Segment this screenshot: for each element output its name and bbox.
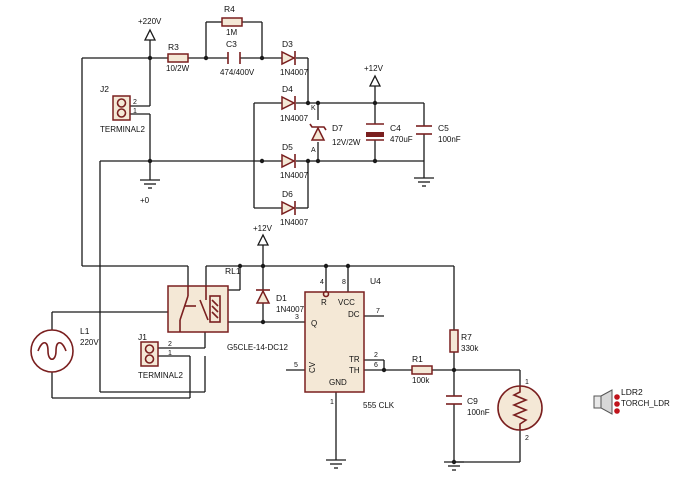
capacitor-c3[interactable]: C3 474/400V <box>220 39 255 77</box>
u4-value: 555 CLK <box>363 401 395 410</box>
terminal-j2[interactable]: 2 1 J2 TERMINAL2 <box>100 84 145 134</box>
resistor-r4[interactable]: R4 1M <box>221 4 243 37</box>
c9-value: 100nF <box>467 408 490 417</box>
u4-pin-8: 8 <box>342 279 346 286</box>
j2-value: TERMINAL2 <box>100 125 145 134</box>
ground-symbol-555 <box>326 459 346 469</box>
diode-d4[interactable]: D4 1N4007 <box>280 84 309 123</box>
capacitor-c9[interactable]: C9 100nF <box>446 395 490 417</box>
r3-ref: R3 <box>168 42 179 52</box>
power-12v-top-symbol: +12V <box>364 64 384 87</box>
j1-pin-1: 1 <box>168 350 172 357</box>
d7-value: 12V/2W <box>332 138 361 147</box>
d4-value: 1N4007 <box>280 114 309 123</box>
d7-pin-a: A <box>311 147 316 154</box>
u4-pin-vcc-label: VCC <box>338 298 355 307</box>
u4-pin-tr-label: TR <box>349 355 360 364</box>
rl1-ref: RL1 <box>225 266 241 276</box>
l1-value: 220V <box>80 338 99 347</box>
r1-ref: R1 <box>412 354 423 364</box>
r7-value: 330k <box>461 344 479 353</box>
u4-pin-th-label: TH <box>349 366 360 375</box>
d7-ref: D7 <box>332 123 343 133</box>
u4-pin-q-label: Q <box>311 319 317 328</box>
diode-d3[interactable]: D3 1N4007 <box>280 39 309 77</box>
ldr2-ref: LDR2 <box>621 387 643 397</box>
u4-pin-7: 7 <box>376 308 380 315</box>
diode-d1[interactable]: D1 1N4007 <box>255 289 305 314</box>
ground-symbol-ldr <box>444 461 464 471</box>
zener-diode-d7[interactable]: K A D7 12V/2W <box>309 105 361 154</box>
ldr-pin-2: 2 <box>525 435 529 442</box>
u4-pin-cv-label: CV <box>308 361 317 373</box>
u4-pin-dc-label: DC <box>348 310 360 319</box>
u4-ref: U4 <box>370 276 381 286</box>
diode-d6[interactable]: D6 1N4007 <box>280 189 309 227</box>
d7-pin-k: K <box>311 105 316 112</box>
c9-ref: C9 <box>467 396 478 406</box>
ldr-sensor[interactable]: 1 2 <box>497 379 543 442</box>
ldr-pin-1: 1 <box>525 379 529 386</box>
rl1-value: G5CLE-14-DC12 <box>227 343 288 352</box>
diode-d5[interactable]: D5 1N4007 <box>280 142 309 180</box>
u4-pin-gnd-label: GND <box>329 378 347 387</box>
d5-ref: D5 <box>282 142 293 152</box>
j1-value: TERMINAL2 <box>138 371 183 380</box>
j2-pin-2: 2 <box>133 99 137 106</box>
capacitor-c5[interactable]: C5 100nF <box>416 123 461 144</box>
r7-ref: R7 <box>461 332 472 342</box>
d3-value: 1N4007 <box>280 68 309 77</box>
power-zero-label: +0 <box>140 196 150 205</box>
d1-value: 1N4007 <box>276 305 305 314</box>
u4-pin-r-label: R <box>321 298 327 307</box>
u4-pin-1: 1 <box>330 399 334 406</box>
j1-ref: J1 <box>138 332 147 342</box>
d6-value: 1N4007 <box>280 218 309 227</box>
u4-pin-2: 2 <box>374 352 378 359</box>
c4-ref: C4 <box>390 123 401 133</box>
r1-value: 100k <box>412 376 430 385</box>
c5-value: 100nF <box>438 135 461 144</box>
ic-555-u4[interactable]: R VCC DC Q CV TR TH GND 4 8 7 3 5 2 6 1 … <box>294 276 395 410</box>
j1-pin-2: 2 <box>168 341 172 348</box>
c4-value: 470uF <box>390 135 413 144</box>
c5-ref: C5 <box>438 123 449 133</box>
power-12v-mid-symbol: +12V <box>253 224 273 246</box>
ground-symbol-c5 <box>414 177 434 187</box>
power-220v-symbol: +220V <box>138 17 162 45</box>
j2-ref: J2 <box>100 84 109 94</box>
ldr2-value: TORCH_LDR <box>621 399 670 408</box>
power-12v-top-label: +12V <box>364 64 384 73</box>
relay-rl1[interactable]: RL1 G5CLE-14-DC12 <box>167 266 288 352</box>
resistor-r1[interactable]: R1 100k <box>411 354 433 385</box>
lamp-l1[interactable]: L1 220V <box>30 326 99 373</box>
r4-value: 1M <box>226 28 237 37</box>
c3-ref: C3 <box>226 39 237 49</box>
capacitor-c4[interactable]: C4 470uF <box>366 123 413 144</box>
ldr2-legend: LDR2 TORCH_LDR <box>593 387 670 415</box>
d4-ref: D4 <box>282 84 293 94</box>
r3-value: 10/2W <box>166 64 190 73</box>
power-220v-label: +220V <box>138 17 162 26</box>
d6-ref: D6 <box>282 189 293 199</box>
u4-pin-5: 5 <box>294 362 298 369</box>
l1-ref: L1 <box>80 326 90 336</box>
d5-value: 1N4007 <box>280 171 309 180</box>
ground-symbol-zero: +0 <box>140 179 160 205</box>
d1-ref: D1 <box>276 293 287 303</box>
resistor-r3[interactable]: R3 10/2W <box>166 42 190 73</box>
u4-pin-6: 6 <box>374 362 378 369</box>
r4-ref: R4 <box>224 4 235 14</box>
terminal-j1[interactable]: 2 1 J1 TERMINAL2 <box>138 332 183 380</box>
power-12v-mid-label: +12V <box>253 224 273 233</box>
u4-pin-4: 4 <box>320 279 324 286</box>
j2-pin-1: 1 <box>133 108 137 115</box>
u4-pin-3: 3 <box>295 314 299 321</box>
d3-ref: D3 <box>282 39 293 49</box>
c3-value: 474/400V <box>220 68 255 77</box>
resistor-r7[interactable]: R7 330k <box>449 329 479 353</box>
wires <box>51 21 521 463</box>
